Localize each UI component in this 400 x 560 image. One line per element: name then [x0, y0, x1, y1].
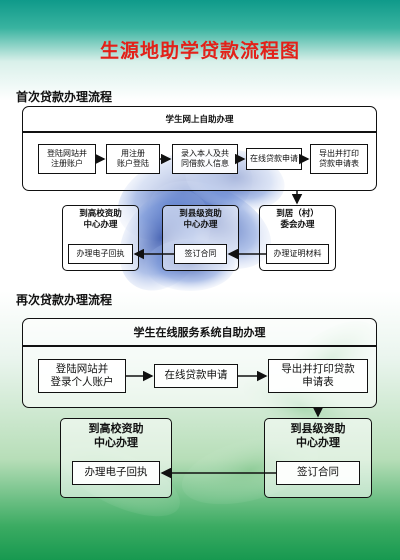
second-step-print: 导出并打印贷款 申请表	[268, 359, 368, 393]
first-step-register: 登陆网站并 注册账户	[38, 144, 96, 174]
first-village-box: 办理证明材料	[266, 244, 329, 264]
first-county-label: 到县级资助 中心办理	[179, 209, 222, 231]
second-online-frame-label: 学生在线服务系统自助办理	[133, 326, 266, 339]
second-loan-heading: 再次贷款办理流程	[16, 293, 113, 307]
first-college-box: 办理电子回执	[68, 244, 133, 264]
first-loan-heading: 首次贷款办理流程	[16, 90, 113, 104]
second-county-box: 签订合同	[276, 461, 360, 485]
second-frame-divider	[22, 345, 377, 347]
second-college-box: 办理电子回执	[72, 461, 160, 485]
second-step-apply: 在线贷款申请	[154, 364, 238, 388]
first-step-login: 用注册 账户登陆	[106, 144, 160, 174]
first-village-label: 到居（村） 委会办理	[276, 209, 319, 231]
first-frame-divider	[22, 131, 377, 133]
first-online-frame-label: 学生网上自助办理	[165, 115, 234, 125]
first-county-box: 签订合同	[174, 244, 227, 264]
first-step-input-info: 录入本人及共 同借款人信息	[172, 144, 238, 174]
second-county-label: 到县级资助 中心办理	[290, 422, 346, 450]
first-step-print: 导出并打印 贷款申请表	[310, 144, 368, 174]
poster-title: 生源地助学贷款流程图	[99, 40, 300, 62]
second-step-login: 登陆网站并 登录个人账户	[38, 359, 126, 393]
first-college-label: 到高校资助 中心办理	[79, 209, 122, 231]
second-college-label: 到高校资助 中心办理	[88, 422, 144, 450]
first-step-apply: 在线贷款申请	[246, 148, 302, 170]
